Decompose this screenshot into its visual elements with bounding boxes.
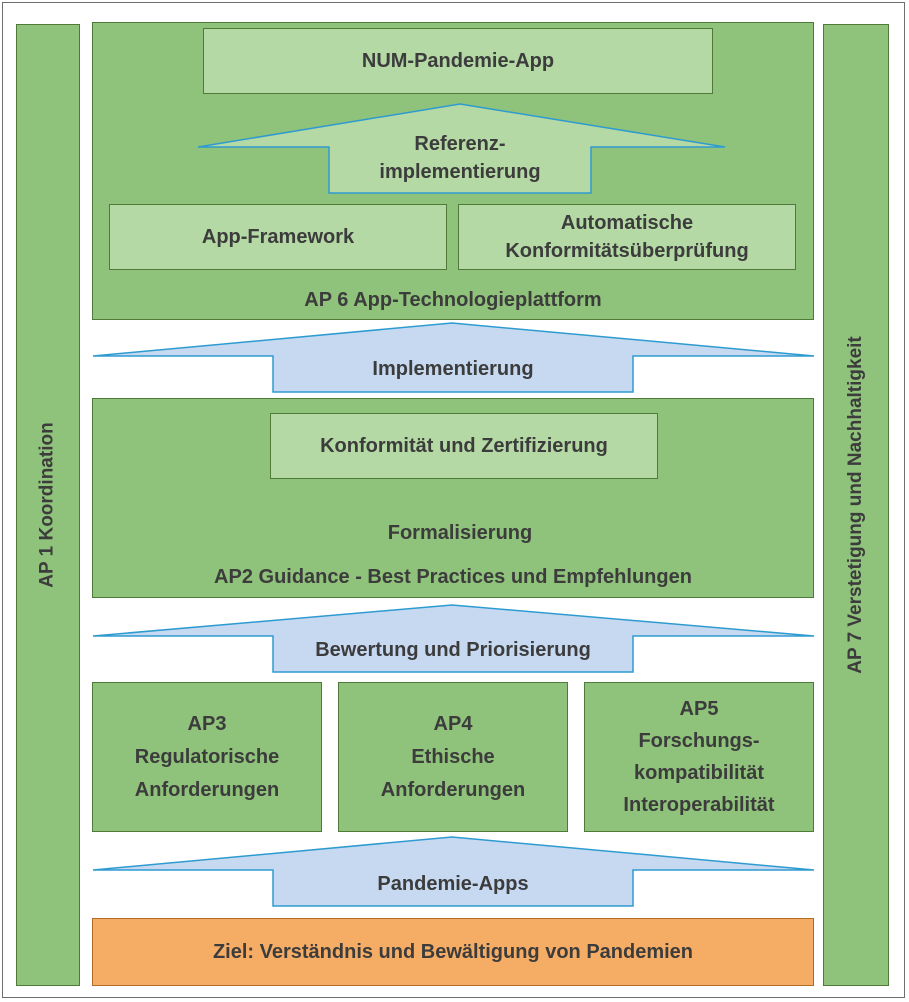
goal-box: Ziel: Verständnis und Bewältigung von Pa…	[92, 918, 814, 986]
konformitaet-zertifizierung-box: Konformität und Zertifizierung	[270, 413, 658, 479]
bewertung-label: Bewertung und Priorisierung	[315, 639, 591, 661]
ap3-line2: Regulatorische	[134, 745, 280, 768]
num-pandemie-app-label: NUM-Pandemie-App	[361, 50, 555, 72]
konformitaet-line2: Konformitätsüberprüfung	[505, 240, 749, 262]
implementierung-arrow	[92, 322, 815, 393]
bewertung-arrow	[92, 604, 815, 673]
ap5-line4: Interoperabilität	[623, 794, 775, 816]
pandemie-apps-arrow	[92, 836, 815, 907]
ap3-box: AP3 Regulatorische Anforderungen	[92, 682, 322, 832]
ap5-box: AP5 Forschungs- kompatibilität Interoper…	[584, 682, 814, 832]
num-pandemie-app-box: NUM-Pandemie-App	[203, 28, 713, 94]
goal-label: Ziel: Verständnis und Bewältigung von Pa…	[212, 941, 694, 963]
konformitaet-line1: Automatische	[560, 212, 694, 234]
konformitaet-zertifizierung-label: Konformität und Zertifizierung	[320, 435, 608, 457]
ap5-line3: kompatibilität	[633, 762, 764, 784]
formalisierung-label: Formalisierung	[387, 522, 533, 544]
referenz-line2: implementierung	[379, 161, 541, 183]
ap1-koordination-bar: AP 1 Koordination	[16, 24, 80, 986]
implementierung-label: Implementierung	[372, 358, 534, 380]
referenz-line1: Referenz-	[414, 133, 506, 155]
pandemie-apps-label: Pandemie-Apps	[377, 873, 529, 895]
referenz-arrow-label: Referenz- implementierung	[329, 130, 591, 186]
ap5-line1: AP5	[679, 698, 719, 720]
ap7-verstetigung-bar: AP 7 Verstetigung und Nachhaltigkeit	[823, 24, 889, 986]
app-framework-label: App-Framework	[201, 226, 355, 248]
ap5-line2: Forschungs-	[638, 730, 760, 752]
ap4-line3: Anforderungen	[380, 778, 526, 801]
konformitaetsueberpruefung-box: Automatische Konformitätsüberprüfung	[458, 204, 796, 270]
ap2-title: AP2 Guidance - Best Practices und Empfeh…	[214, 566, 692, 588]
ap3-line1: AP3	[187, 712, 227, 735]
ap3-line3: Anforderungen	[134, 778, 280, 801]
ap4-line2: Ethische	[411, 745, 495, 768]
ap4-line1: AP4	[433, 712, 473, 735]
referenz-arrow	[197, 103, 726, 194]
ap4-box: AP4 Ethische Anforderungen	[338, 682, 568, 832]
ap6-title: AP 6 App-Technologieplattform	[304, 289, 602, 311]
app-framework-box: App-Framework	[109, 204, 447, 270]
